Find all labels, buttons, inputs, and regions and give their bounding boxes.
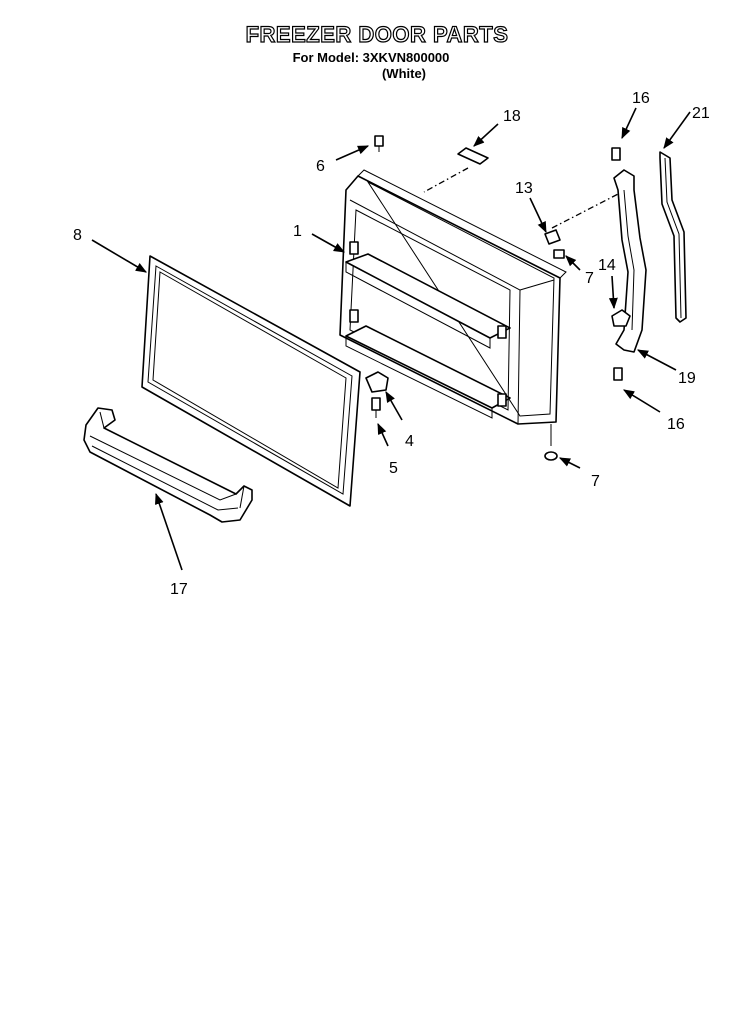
top-closer-screw	[611, 147, 621, 161]
callout-16-top: 16	[632, 90, 650, 107]
callout-7-top: 7	[585, 270, 594, 287]
trim-strip	[423, 147, 489, 193]
door-seal-strip	[659, 151, 687, 323]
callout-17: 17	[170, 581, 188, 598]
top-bushing	[553, 249, 565, 259]
callout-18: 18	[503, 108, 521, 125]
freezer-door-liner	[339, 169, 567, 425]
callout-21: 21	[692, 105, 710, 122]
top-hinge-pin	[544, 191, 623, 245]
top-screw	[374, 135, 384, 152]
callout-8: 8	[73, 227, 82, 244]
callout-4: 4	[405, 433, 414, 450]
callout-16-bottom: 16	[667, 416, 685, 433]
callout-5: 5	[389, 460, 398, 477]
callout-1: 1	[293, 223, 302, 240]
bottom-closer-screw	[613, 367, 623, 381]
diagram-title: FREEZER DOOR PARTS	[246, 22, 509, 47]
callout-14: 14	[598, 257, 616, 274]
callout-7-bottom: 7	[591, 473, 600, 490]
callout-13: 13	[515, 180, 533, 197]
lower-hinge-bracket	[365, 371, 389, 393]
lower-hinge-screw	[371, 397, 381, 418]
leader-lines	[91, 107, 691, 571]
color-label: (White)	[382, 66, 426, 81]
callout-19: 19	[678, 370, 696, 387]
door-handle	[83, 407, 253, 523]
door-gasket	[141, 255, 361, 507]
callout-6: 6	[316, 158, 325, 175]
closer-bracket	[611, 309, 631, 327]
bottom-bushing	[544, 424, 558, 461]
door-closer-bar	[613, 169, 647, 353]
model-number: For Model: 3XKVN800000	[293, 50, 450, 65]
